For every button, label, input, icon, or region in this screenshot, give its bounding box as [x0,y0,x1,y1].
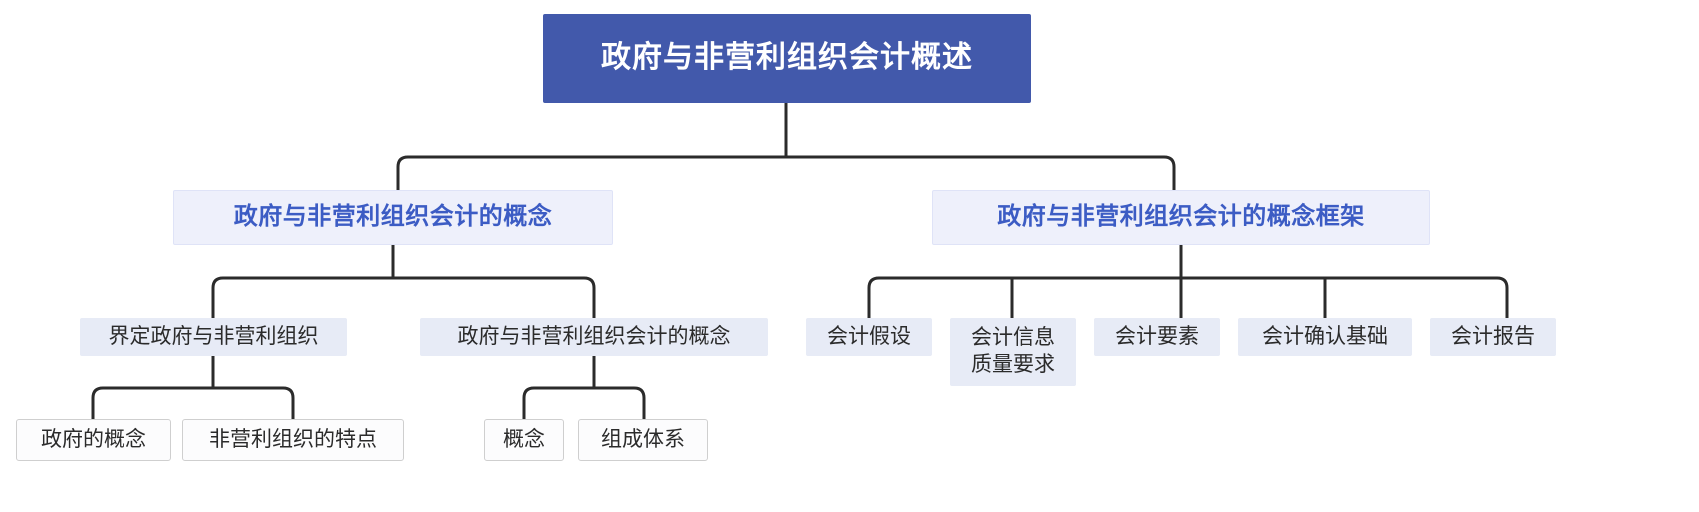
node-level2-framework[interactable]: 政府与非营利组织会计的概念框架 [932,190,1430,245]
node-level3-recognition-basis[interactable]: 会计确认基础 [1238,318,1412,356]
node-level4-nonprofit-features[interactable]: 非营利组织的特点 [182,419,404,461]
connector-root-bus [396,155,1176,192]
node-level4-concept[interactable]: 概念 [484,419,564,461]
node-level3-concept-of-accounting[interactable]: 政府与非营利组织会计的概念 [420,318,768,356]
node-level4-gov-concept[interactable]: 政府的概念 [16,419,171,461]
node-level2-concept[interactable]: 政府与非营利组织会计的概念 [173,190,613,245]
connector-l2left-bus [211,276,596,320]
node-level3-accounting-elements[interactable]: 会计要素 [1094,318,1220,356]
node-level4-composition-system[interactable]: 组成体系 [578,419,708,461]
node-root[interactable]: 政府与非营利组织会计概述 [543,14,1031,103]
connector-l4b-bus [522,386,646,421]
node-level3-define-gov-nonprofit[interactable]: 界定政府与非营利组织 [80,318,347,356]
node-level3-accounting-assumptions[interactable]: 会计假设 [806,318,932,356]
connector-l2right-bus [867,276,1509,320]
node-level3-info-quality-requirements[interactable]: 会计信息 质量要求 [950,318,1076,386]
node-level3-accounting-report[interactable]: 会计报告 [1430,318,1556,356]
connector-l4a-bus [91,386,295,421]
